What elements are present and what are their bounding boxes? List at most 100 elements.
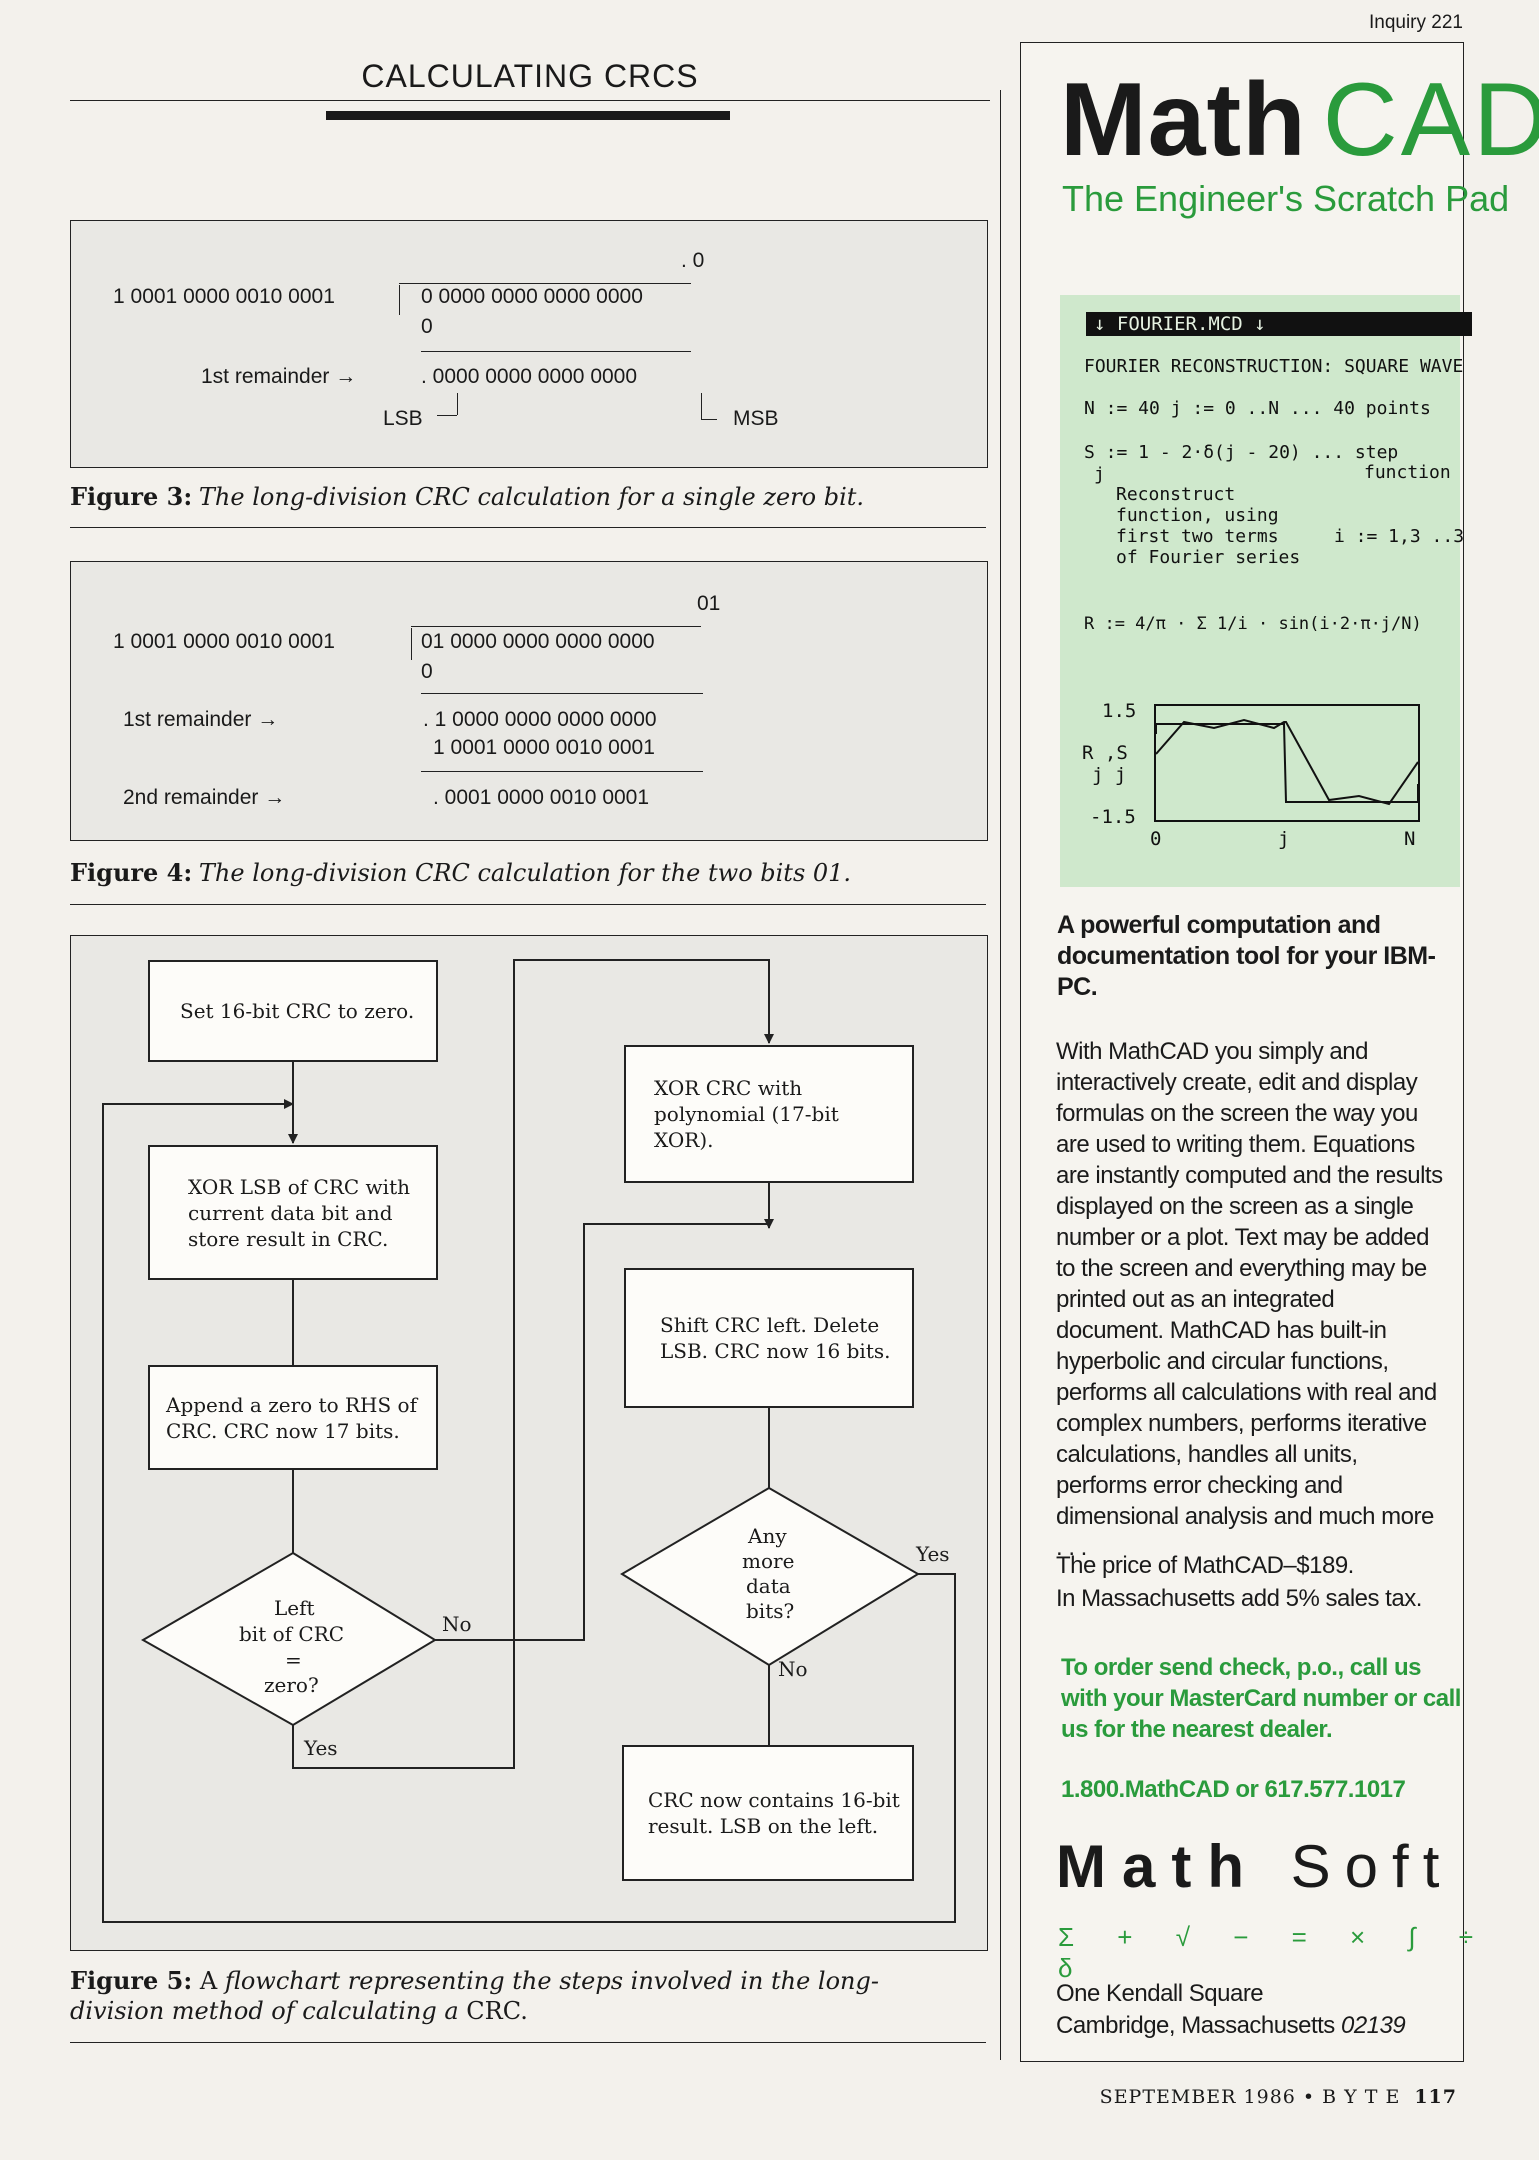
figure-4-box: 01 1 0001 0000 0010 0001 01 0000 0000 00… <box>70 561 988 841</box>
screen-note-4: of Fourier series <box>1116 547 1301 568</box>
fig4-rem1-subtrahend: 1 0001 0000 0010 0001 <box>433 736 655 759</box>
flow-box-append-zero: Append a zero to RHS of CRC. CRC now 17 … <box>148 1365 438 1470</box>
mathcad-screen <box>1060 295 1460 887</box>
label-yes-2: Yes <box>916 1542 950 1566</box>
fig3-caption-label: Figure 3: <box>70 482 193 511</box>
fig4-caption-label: Figure 4: <box>70 858 193 887</box>
mathsoft-logo-soft: Soft <box>1290 1833 1454 1900</box>
fig3-msb-tick <box>701 419 717 420</box>
fig4-division-bar <box>411 628 412 660</box>
plot-x0: 0 <box>1150 828 1162 850</box>
screen-line-3b: function <box>1364 462 1451 483</box>
fig3-caption-text: The long-division CRC calculation for a … <box>198 483 865 511</box>
ad-body: With MathCAD you simply and interactivel… <box>1056 1038 1443 1561</box>
fig3-lsb-tick <box>437 415 457 416</box>
fig3-remainder-label: 1st remainder → <box>201 365 357 388</box>
ad-headline: A powerful computation and documentation… <box>1057 911 1436 1001</box>
fig3-division-bar <box>399 285 400 315</box>
diamond2-line3: data <box>746 1574 791 1598</box>
diamond1-line4: zero? <box>264 1673 319 1697</box>
mathcad-logo-cad: CAD <box>1322 62 1539 178</box>
page-title: CALCULATING CRCS <box>361 58 699 94</box>
mathcad-tagline: The Engineer's Scratch Pad <box>1062 178 1510 219</box>
fig4-rem1: . 1 0000 0000 0000 0000 <box>423 708 657 731</box>
fig5-caption-a: A <box>199 1967 218 1995</box>
plot-ymin: -1.5 <box>1090 806 1136 828</box>
screen-note-3: first two terms <box>1116 526 1279 547</box>
ad-tax: In Massachusetts add 5% sales tax. <box>1056 1585 1422 1612</box>
fig5-caption-text: flowchart representing the steps involve… <box>70 1967 879 2025</box>
footer-issue: SEPTEMBER 1986 • B Y T E <box>1099 2086 1401 2108</box>
diamond2-line2: more <box>742 1549 795 1573</box>
flow-box-xor-poly-text: XOR CRC with polynomial (17-bit XOR). <box>654 1076 839 1152</box>
fig4-caption-text: The long-division CRC calculation for th… <box>198 859 852 887</box>
fig3-quotient: . 0 <box>681 249 705 272</box>
figure-4-caption: Figure 4: The long-division CRC calculat… <box>70 858 851 888</box>
fig5-caption-label: Figure 5: <box>70 1966 193 1995</box>
address-line-2: Cambridge, Massachusetts 02139 <box>1056 2012 1406 2040</box>
ad-order-info: To order send check, p.o., call us with … <box>1061 1654 1461 1743</box>
flow-box-xor-lsb-text: XOR LSB of CRC with current data bit and… <box>188 1174 410 1251</box>
flow-box-xor-poly: XOR CRC with polynomial (17-bit XOR). <box>624 1045 914 1183</box>
screen-line-1: FOURIER RECONSTRUCTION: SQUARE WAVE <box>1084 356 1464 377</box>
fig4-divisor: 1 0001 0000 0010 0001 <box>113 630 335 653</box>
plot-xN: N <box>1404 828 1416 850</box>
diamond1-line2: bit of CRC <box>239 1622 345 1646</box>
fig4-rem2: . 0001 0000 0010 0001 <box>433 786 650 809</box>
label-no-2: No <box>778 1657 808 1681</box>
fig4-rule-1 <box>421 693 703 694</box>
ad-price: The price of MathCAD–$189. <box>1056 1552 1354 1579</box>
title-rule <box>70 100 990 101</box>
flow-box-shift-crc-text: Shift CRC left. Delete LSB. CRC now 16 b… <box>660 1313 891 1363</box>
column-separator <box>1000 90 1001 2060</box>
flow-box-xor-lsb: XOR LSB of CRC with current data bit and… <box>148 1145 438 1280</box>
fig5-bottom-rule <box>70 2042 986 2043</box>
screen-i-range: i := 1,3 ..3 <box>1334 526 1465 547</box>
fig3-dividend: 0 0000 0000 0000 0000 <box>421 285 643 308</box>
fig3-lsb-marker <box>457 393 458 415</box>
figure-3-box: . 0 1 0001 0000 0010 0001 0 0000 0000 00… <box>70 220 988 468</box>
diamond2-line4: bits? <box>746 1599 795 1623</box>
diamond1-line1: Left <box>274 1596 315 1620</box>
flow-box-shift-crc: Shift CRC left. Delete LSB. CRC now 16 b… <box>624 1268 914 1408</box>
title-bar <box>326 111 730 120</box>
label-no-1: No <box>442 1612 472 1636</box>
plot-ymax: 1.5 <box>1102 700 1137 722</box>
screen-line-3-sub: j <box>1094 464 1105 485</box>
plot-ylabel: R ,S <box>1082 742 1128 764</box>
screen-title-bar: ↓ FOURIER.MCD ↓ <box>1086 312 1472 336</box>
fig4-quotient: 01 <box>697 592 721 615</box>
fig3-remainder-rule <box>421 351 691 352</box>
screen-plot <box>1154 704 1420 822</box>
address-zip: 02139 <box>1340 2012 1406 2039</box>
inquiry-number: Inquiry 221 <box>1368 12 1463 33</box>
address-city: Cambridge, Massachusetts <box>1056 2012 1335 2039</box>
plot-xj: j <box>1278 828 1290 850</box>
diamond1-line3: = <box>285 1648 302 1672</box>
plot-ylabel-sub: j j <box>1092 764 1127 786</box>
mathsoft-logo: Math Soft <box>1056 1832 1453 1901</box>
fig4-rem2-label: 2nd remainder → <box>123 786 286 809</box>
flow-box-result: CRC now contains 16-bit result. LSB on t… <box>622 1745 914 1881</box>
fig4-subtrahend: 0 <box>421 660 433 683</box>
flow-box-set-crc-text: Set 16-bit CRC to zero. <box>180 999 415 1023</box>
fig3-remainder: . 0000 0000 0000 0000 <box>421 365 638 388</box>
screen-line-3: S := 1 - 2·δ(j - 20) ... step <box>1084 442 1399 463</box>
figure-5-caption: Figure 5: A flowchart representing the s… <box>70 1966 970 2026</box>
fig3-lsb-label: LSB <box>383 407 423 430</box>
fig4-dividend: 01 0000 0000 0000 0000 <box>421 630 655 653</box>
diamond2-line1: Any <box>748 1524 787 1548</box>
figure-3-caption: Figure 3: The long-division CRC calculat… <box>70 482 864 512</box>
address-line-1: One Kendall Square <box>1056 1980 1264 2007</box>
fig4-division-rule <box>411 626 701 627</box>
label-yes-1: Yes <box>304 1736 338 1760</box>
flow-box-append-zero-text: Append a zero to RHS of CRC. CRC now 17 … <box>166 1392 417 1443</box>
page-footer: SEPTEMBER 1986 • B Y T E 117 <box>1100 2086 1457 2108</box>
screen-formula: R := 4/π · Σ 1/i · sin(i·2·π·j/N) <box>1084 614 1422 634</box>
page-number: 117 <box>1414 2086 1457 2108</box>
diamond-more-data <box>620 1486 920 1667</box>
flow-box-result-text: CRC now contains 16-bit result. LSB on t… <box>648 1788 900 1838</box>
fig4-bottom-rule <box>70 904 986 905</box>
fig3-subtrahend: 0 <box>421 315 433 338</box>
